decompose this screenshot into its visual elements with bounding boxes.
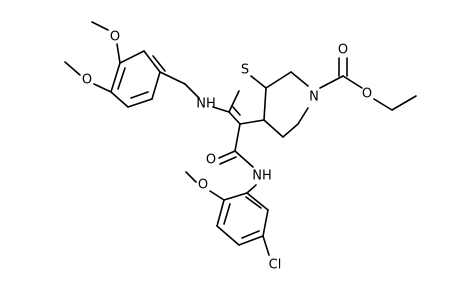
bond — [110, 62, 121, 93]
bond — [342, 75, 363, 89]
bond — [246, 184, 257, 194]
bond — [262, 235, 270, 256]
bond — [212, 106, 230, 113]
bond — [127, 98, 153, 108]
bond — [373, 98, 393, 111]
chlorine-label: Cl — [269, 258, 282, 273]
methoxy-oxygen-upper-label: O — [110, 30, 120, 45]
amide-nh-label: NH — [252, 169, 272, 184]
bond — [117, 67, 126, 90]
bond — [209, 190, 225, 201]
bond — [219, 156, 237, 165]
ester-oxygen-label: O — [362, 87, 372, 102]
sulfur-label: S — [241, 63, 249, 78]
bond — [391, 95, 417, 111]
bond — [216, 199, 225, 227]
bond — [290, 71, 309, 87]
bond — [265, 71, 292, 89]
bond — [245, 196, 262, 209]
bond — [263, 87, 267, 121]
bond — [282, 123, 299, 138]
bond — [151, 71, 161, 100]
bond — [91, 21, 109, 31]
bond — [130, 91, 149, 99]
bond — [250, 75, 267, 89]
amide-oxygen-label: O — [206, 153, 216, 168]
bond — [238, 235, 264, 246]
bond — [297, 107, 309, 125]
bond — [159, 71, 186, 85]
carbamate-carbonyl-oxygen-label: O — [338, 43, 348, 58]
bond — [185, 171, 197, 183]
bond — [116, 43, 121, 64]
bond — [143, 50, 161, 73]
bond — [241, 230, 260, 239]
bond — [184, 83, 200, 99]
bond — [218, 150, 236, 159]
aryl-methoxy-oxygen-label: O — [198, 178, 208, 193]
bond — [262, 209, 269, 237]
bond — [119, 50, 145, 64]
bond — [223, 192, 248, 201]
bond — [263, 119, 284, 138]
bond — [110, 91, 129, 108]
bond — [152, 55, 166, 72]
methoxy-oxygen-lower-label: O — [82, 73, 92, 88]
bond — [319, 75, 344, 89]
bond — [64, 61, 81, 76]
bond — [93, 83, 112, 93]
bonds — [64, 21, 417, 256]
bond — [228, 111, 241, 125]
bond — [232, 106, 241, 116]
bond — [246, 192, 269, 211]
atom-labels: S O O NH N O O O NH O Cl — [82, 30, 372, 273]
ring-nitrogen-label: N — [309, 90, 319, 105]
bond — [234, 150, 254, 168]
bond — [223, 203, 231, 225]
bond — [234, 123, 241, 152]
amine-nh-label: NH — [196, 97, 216, 112]
bond — [228, 90, 240, 113]
bond — [239, 119, 265, 125]
bond — [216, 225, 240, 246]
